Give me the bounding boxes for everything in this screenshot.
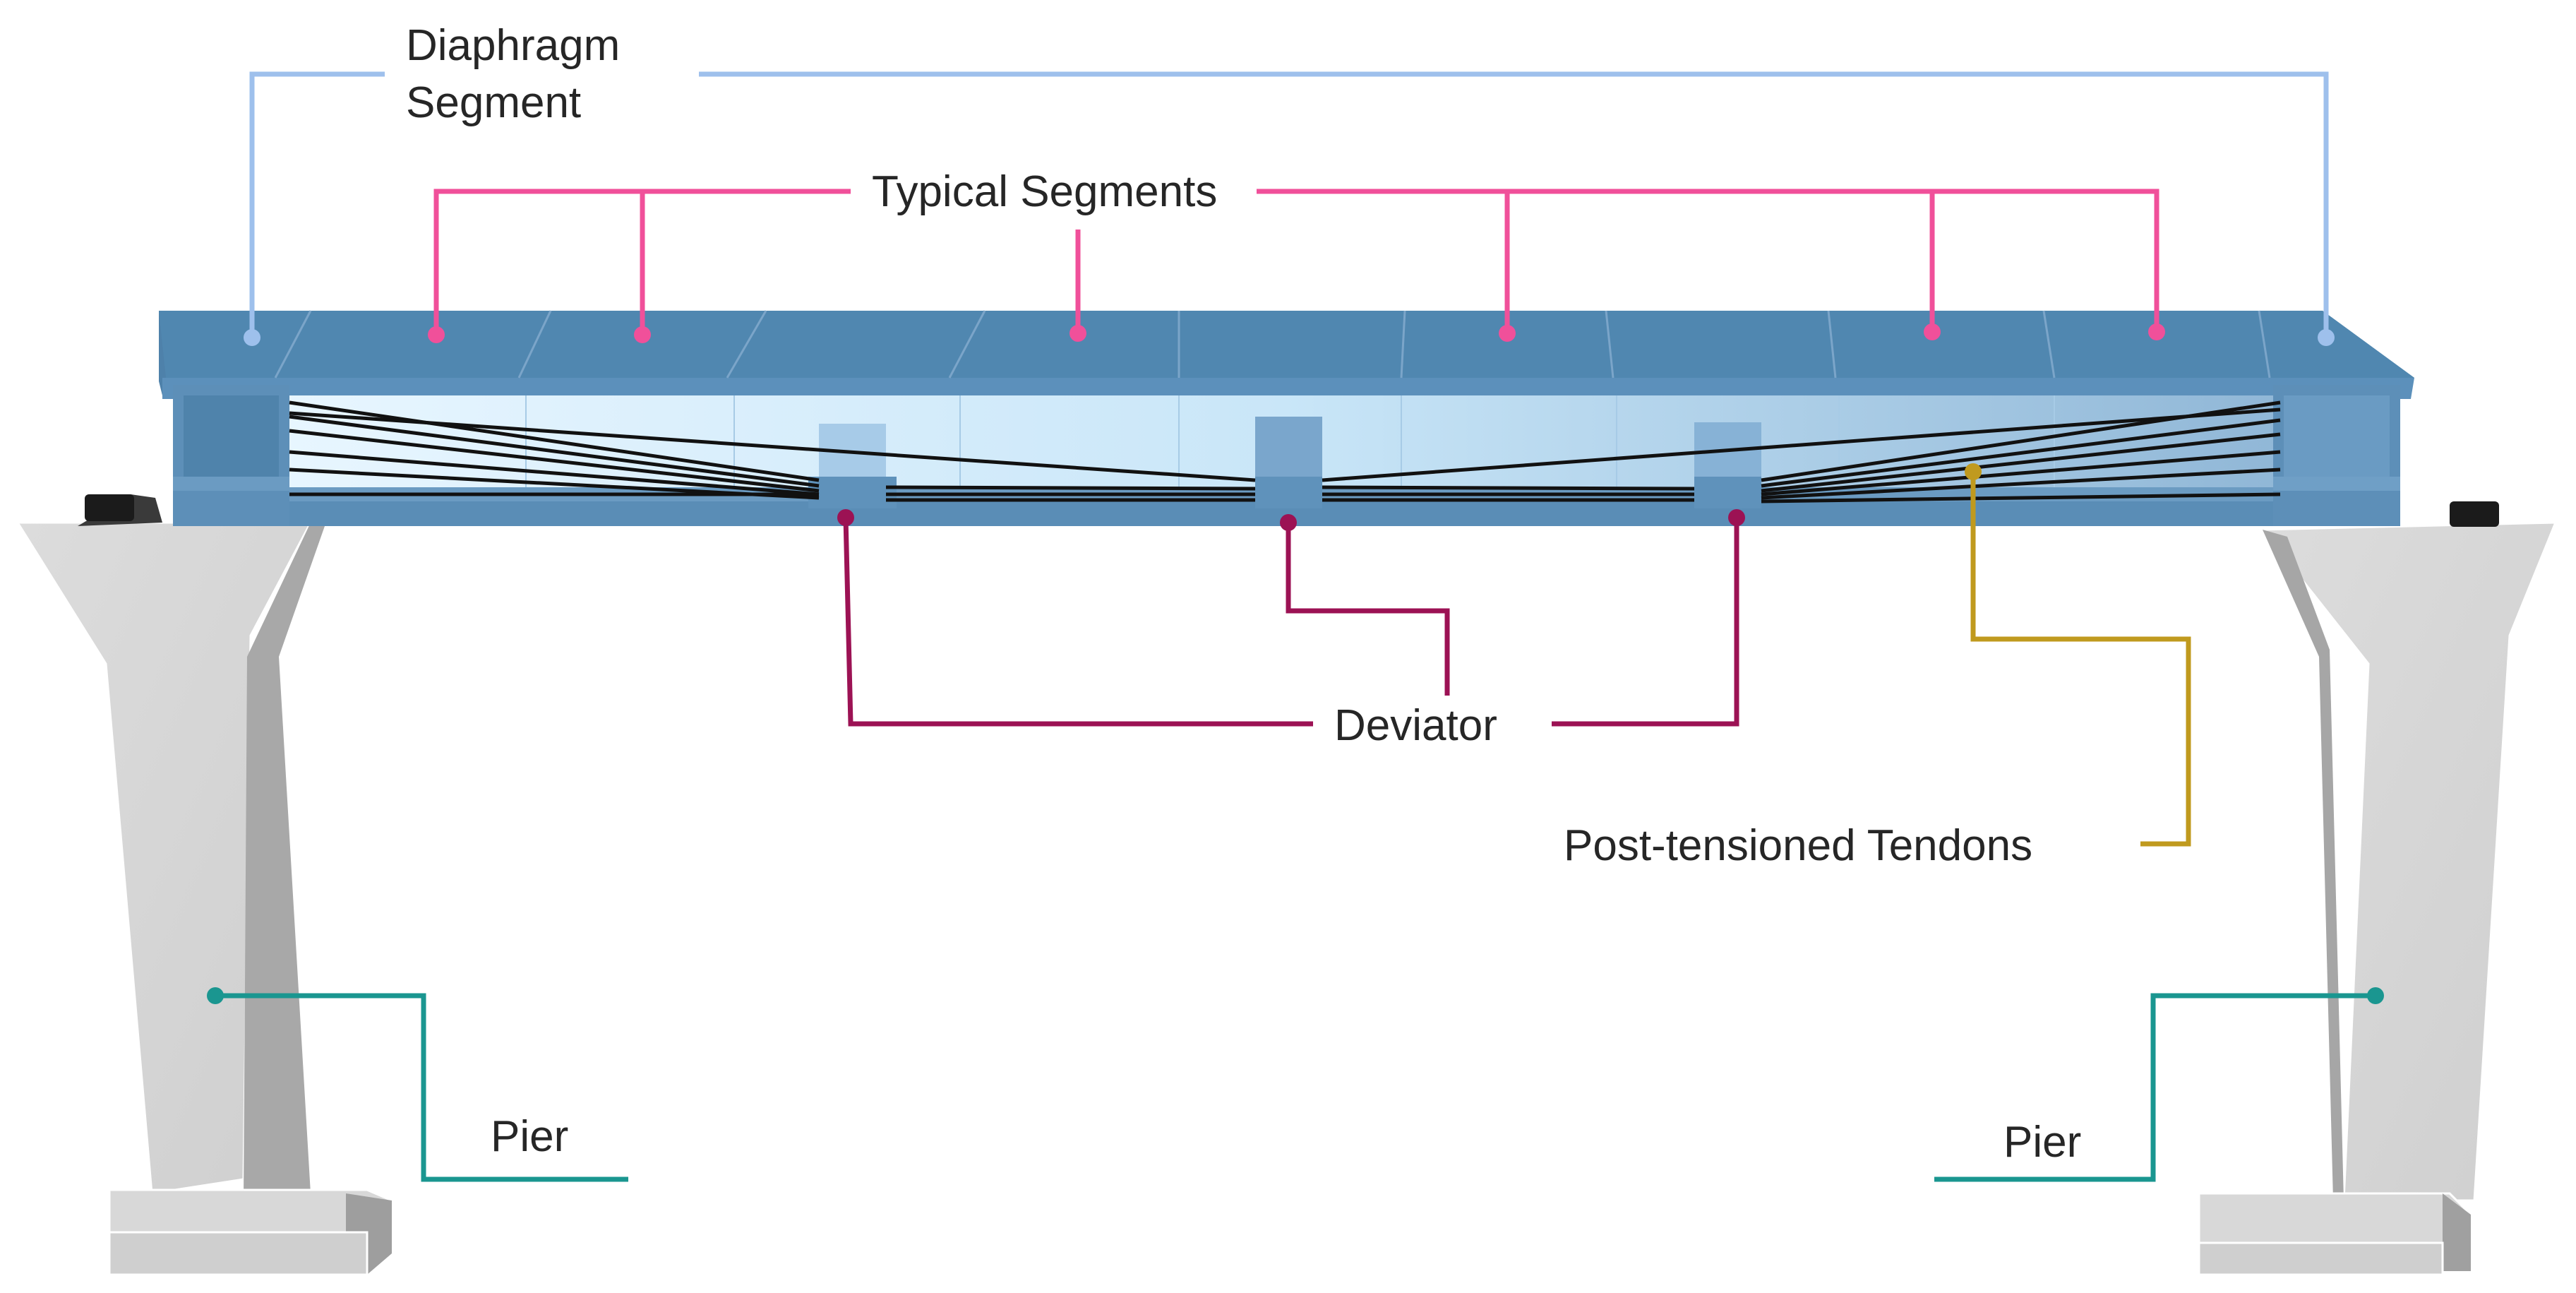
tendon-leader (1970, 472, 2191, 847)
box-girder (159, 310, 2414, 526)
deviator-leader (843, 517, 1739, 727)
pier-leader-right (1934, 993, 2376, 1182)
bearing-left (85, 494, 134, 521)
post-tensioned-tendons (289, 400, 2281, 504)
label-pier-right: Pier (2003, 1118, 2081, 1167)
label-post-tensioned-tendons: Post-tensioned Tendons (1564, 821, 2032, 870)
deviator-center (1255, 417, 1322, 508)
label-diaphragm-line1: Diaphragm (406, 21, 620, 70)
label-typical-segments: Typical Segments (872, 167, 1217, 216)
pier-leader-left (215, 993, 628, 1182)
deviator-right (1694, 422, 1761, 508)
pier-right (2198, 501, 2558, 1276)
diaphragm-leader (249, 71, 2329, 338)
deviator-left (808, 424, 897, 508)
label-pier-left: Pier (491, 1112, 568, 1161)
bearing-right (2450, 501, 2499, 527)
typical-segments-leader (433, 189, 2159, 335)
label-deviator: Deviator (1334, 701, 1497, 750)
diaphragm-dot-right (2318, 329, 2335, 346)
label-diaphragm-line2: Segment (406, 78, 581, 127)
diaphragm-dot-left (244, 329, 260, 346)
pier-left (16, 494, 394, 1276)
